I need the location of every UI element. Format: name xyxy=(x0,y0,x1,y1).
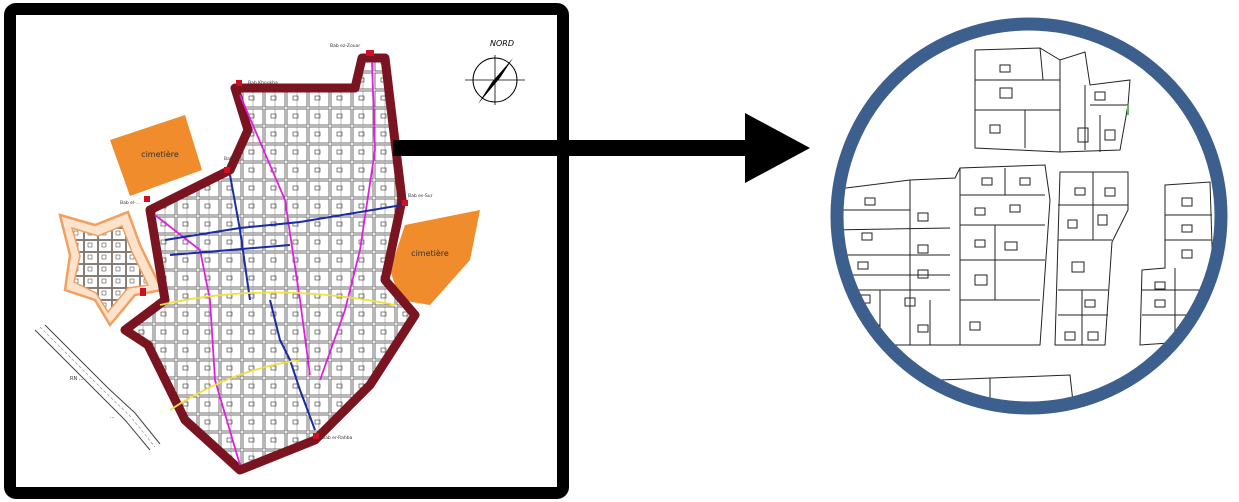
gate-label-4: Bab es-Sur xyxy=(408,193,433,199)
cemetery-1 xyxy=(110,115,202,196)
road-label-2: ... xyxy=(110,414,115,420)
compass-label: NORD xyxy=(490,39,514,48)
road xyxy=(34,324,161,451)
gate-label-1: Bab ez-Zouar xyxy=(330,43,360,49)
fort-plan xyxy=(58,210,164,328)
rampart xyxy=(120,53,420,475)
zoom-circle xyxy=(830,17,1228,415)
zoom-arrow xyxy=(393,113,810,183)
road-label-1: RN ... xyxy=(70,376,84,382)
gate-label-6: Bab er-Rahba xyxy=(322,435,353,441)
gate-label-3: Bab el-... xyxy=(224,156,244,162)
streets xyxy=(154,61,403,466)
compass-icon xyxy=(465,55,525,105)
cemetery-label-2: cimetière xyxy=(411,248,449,258)
gate-label-2: Bab Khoukha xyxy=(248,80,278,86)
cemetery-2 xyxy=(390,210,480,305)
gate-label-5: Bab el-... xyxy=(120,200,140,206)
medina-blocks xyxy=(125,58,415,470)
zoom-detail xyxy=(837,24,1221,408)
gates xyxy=(140,50,408,439)
cemetery-label-1: cimetière xyxy=(141,149,179,159)
